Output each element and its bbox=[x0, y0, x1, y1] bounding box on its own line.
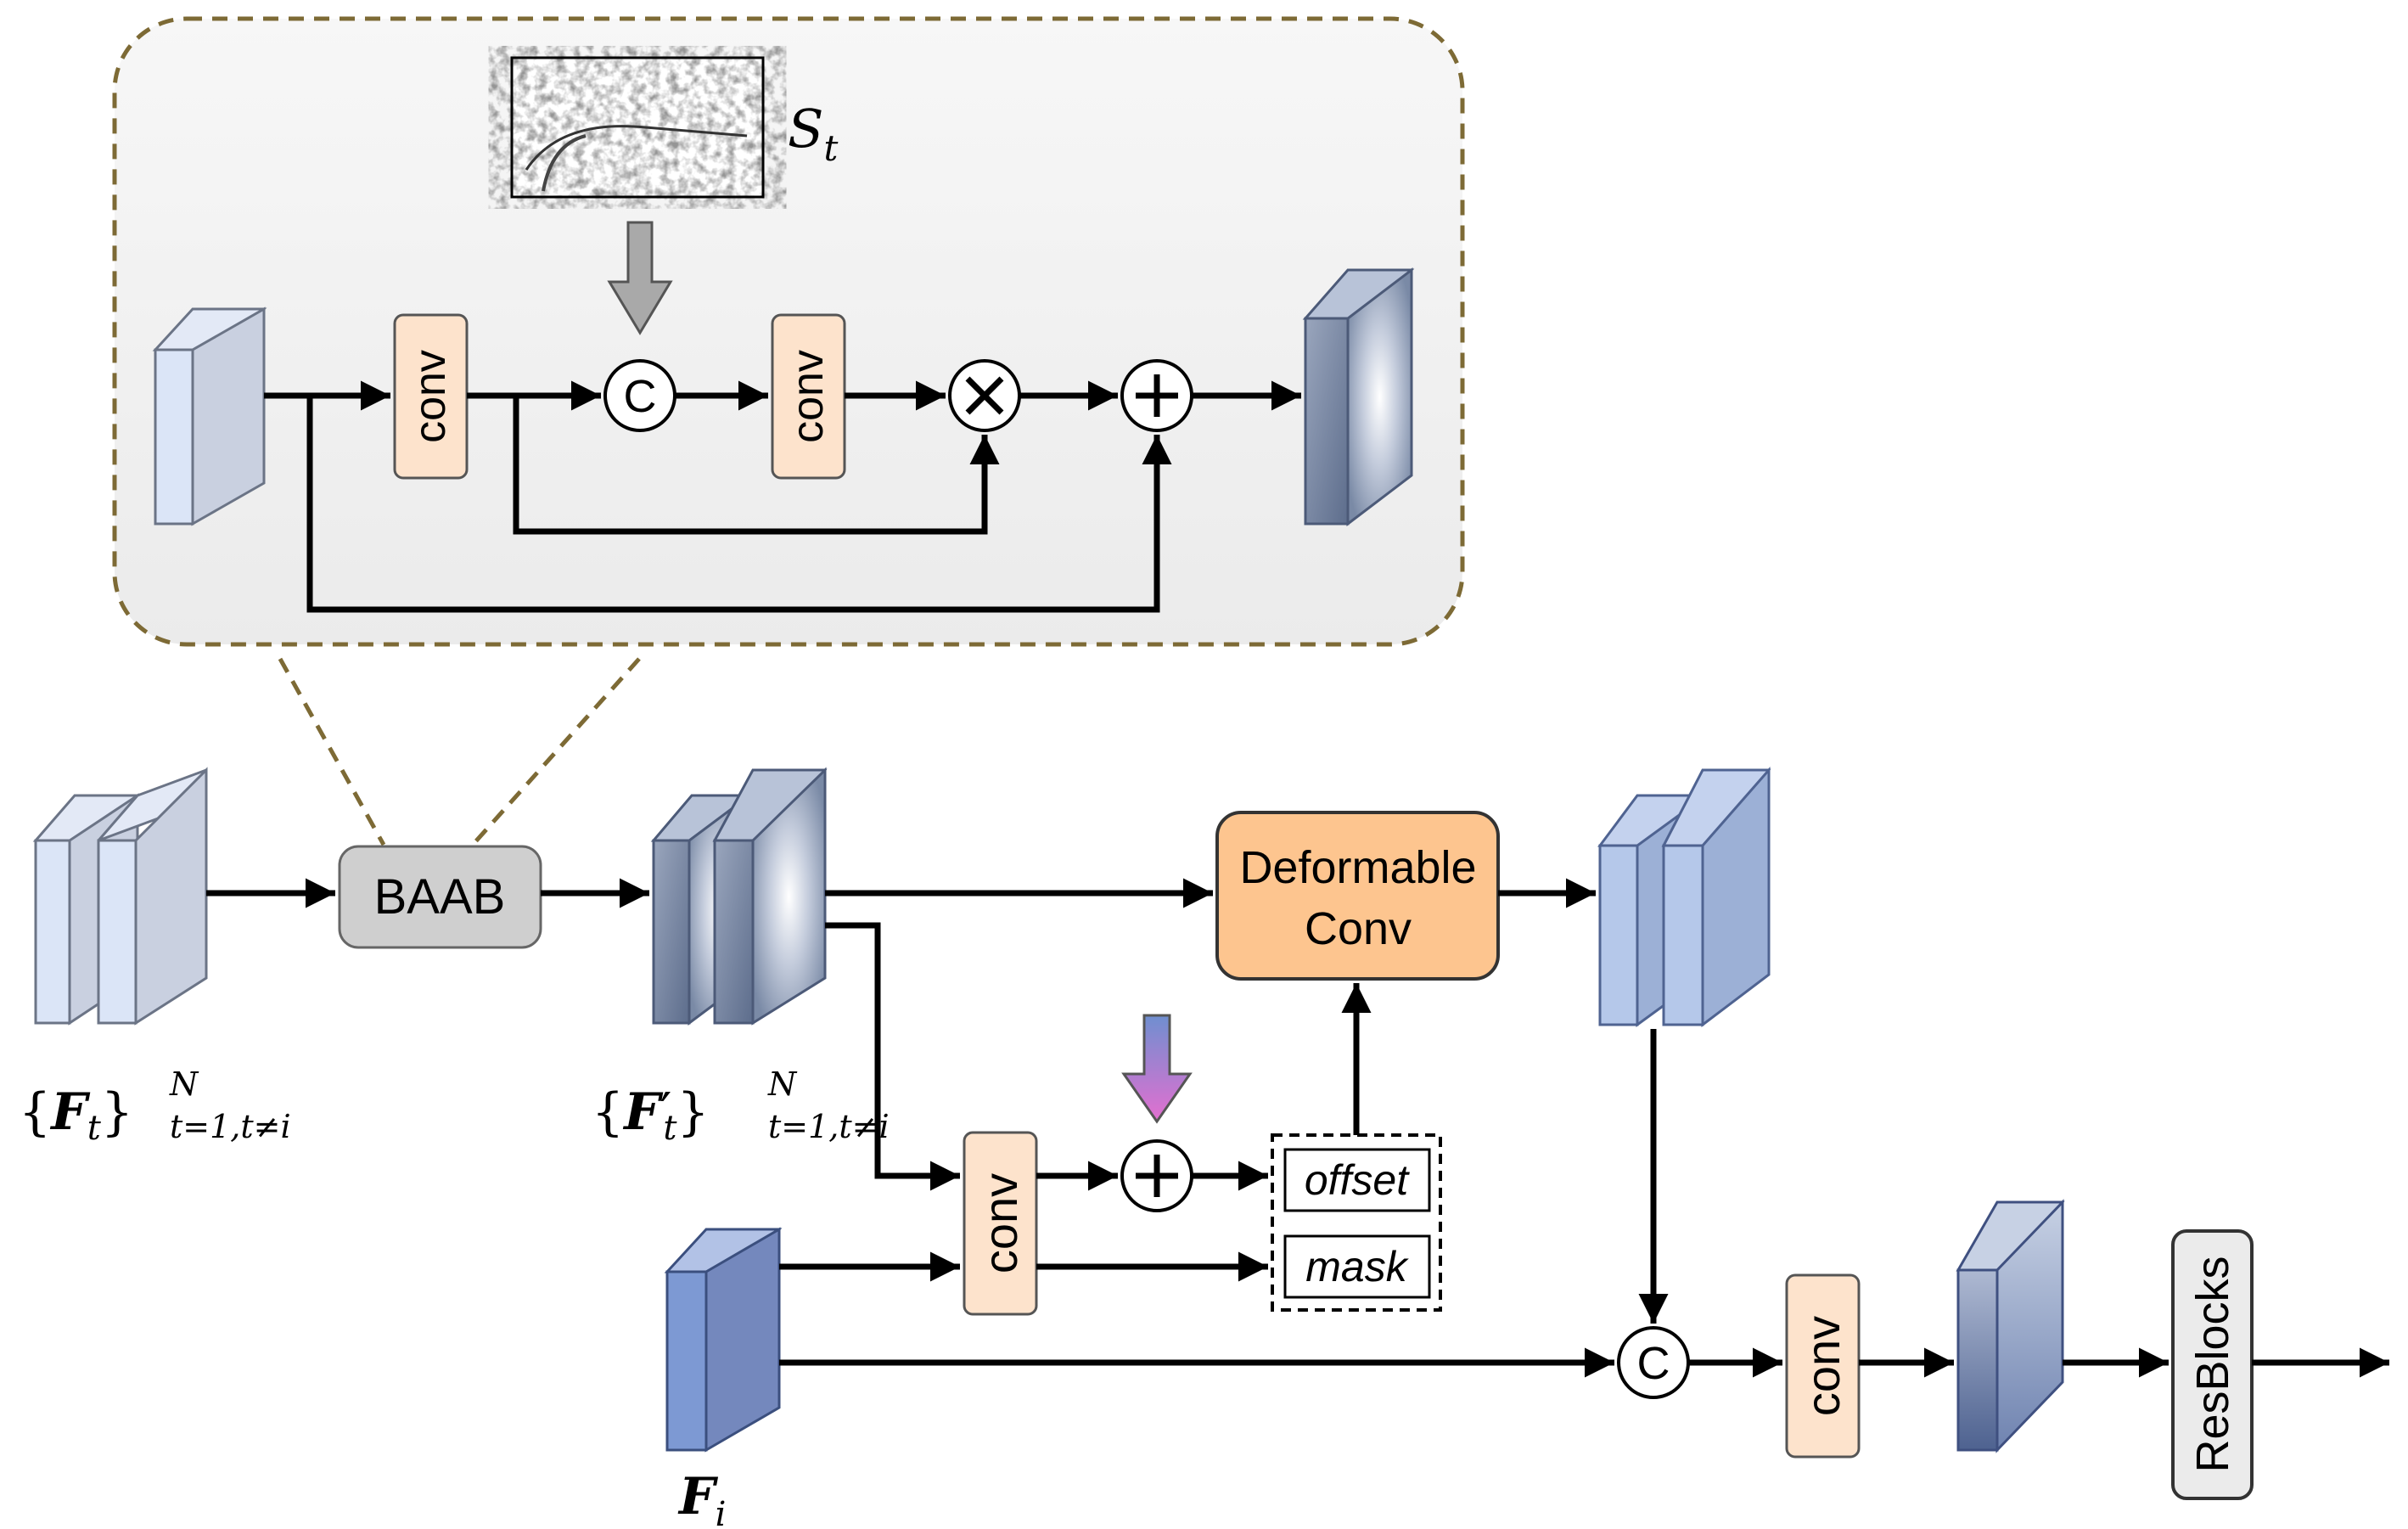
inset-concat-icon: C bbox=[603, 359, 676, 432]
svg-text:mask: mask bbox=[1305, 1243, 1409, 1290]
main-connections bbox=[206, 878, 2389, 1378]
svg-text:conv: conv bbox=[974, 1173, 1027, 1273]
svg-text:C: C bbox=[624, 371, 657, 422]
ft-set-label: {Ft} bbox=[19, 1082, 133, 1148]
saliency-label: St bbox=[788, 98, 838, 169]
ftp-set-superscript: N bbox=[767, 1065, 798, 1103]
baab-detail-inset: St conv conv C bbox=[112, 16, 1465, 846]
inset-input-feature bbox=[152, 306, 267, 526]
svg-text:BAAB: BAAB bbox=[374, 869, 506, 925]
ftp-set-label: {F′t} bbox=[592, 1082, 710, 1148]
deformable-output-features bbox=[1597, 767, 1771, 1028]
zoom-line-left bbox=[278, 657, 386, 846]
prior-input-arrow bbox=[1121, 1014, 1193, 1124]
aligned-features-ftp bbox=[650, 767, 828, 1026]
offset-mask-conv: conv bbox=[963, 1131, 1038, 1316]
fusion-conv: conv bbox=[1785, 1273, 1861, 1459]
svg-text:offset: offset bbox=[1305, 1156, 1410, 1204]
inset-conv-2: conv bbox=[771, 313, 846, 480]
zoom-line-right bbox=[471, 657, 641, 846]
mask-box bbox=[1283, 1234, 1431, 1299]
svg-text:ResBlocks: ResBlocks bbox=[2187, 1256, 2238, 1472]
inset-conv-1: conv bbox=[393, 313, 469, 480]
svg-text:conv: conv bbox=[406, 350, 455, 443]
svg-text:conv: conv bbox=[783, 350, 833, 443]
saliency-input-arrow bbox=[607, 221, 673, 335]
multiply-icon bbox=[948, 359, 1021, 432]
input-features-ft bbox=[32, 767, 208, 1026]
saliency-map-image bbox=[510, 56, 765, 199]
svg-text:conv: conv bbox=[1796, 1316, 1850, 1416]
main-add-icon bbox=[1120, 1139, 1193, 1212]
main-concat-icon: C bbox=[1617, 1326, 1690, 1399]
resblocks-block: ResBlocks bbox=[2171, 1229, 2254, 1500]
deformable-conv-block: Deformable Conv bbox=[1215, 811, 1500, 981]
fused-feature bbox=[1956, 1199, 2065, 1453]
offset-mask-group: offset mask bbox=[1271, 1133, 1442, 1312]
inset-output-feature bbox=[1302, 267, 1415, 527]
offset-box bbox=[1283, 1148, 1431, 1212]
svg-text:Deformable: Deformable bbox=[1239, 842, 1476, 893]
ft-set-range: t=1,t≠i bbox=[170, 1108, 291, 1145]
inset-add-icon bbox=[1120, 359, 1193, 432]
svg-text:C: C bbox=[1637, 1338, 1670, 1389]
reference-feature-fi bbox=[664, 1227, 783, 1453]
ftp-set-range: t=1,t≠i bbox=[768, 1108, 890, 1145]
svg-text:Conv: Conv bbox=[1305, 903, 1412, 954]
fi-label: Fi bbox=[677, 1467, 726, 1529]
baab-block: BAAB bbox=[338, 845, 542, 949]
ft-set-superscript: N bbox=[169, 1065, 199, 1103]
inset-connections bbox=[264, 380, 1301, 613]
